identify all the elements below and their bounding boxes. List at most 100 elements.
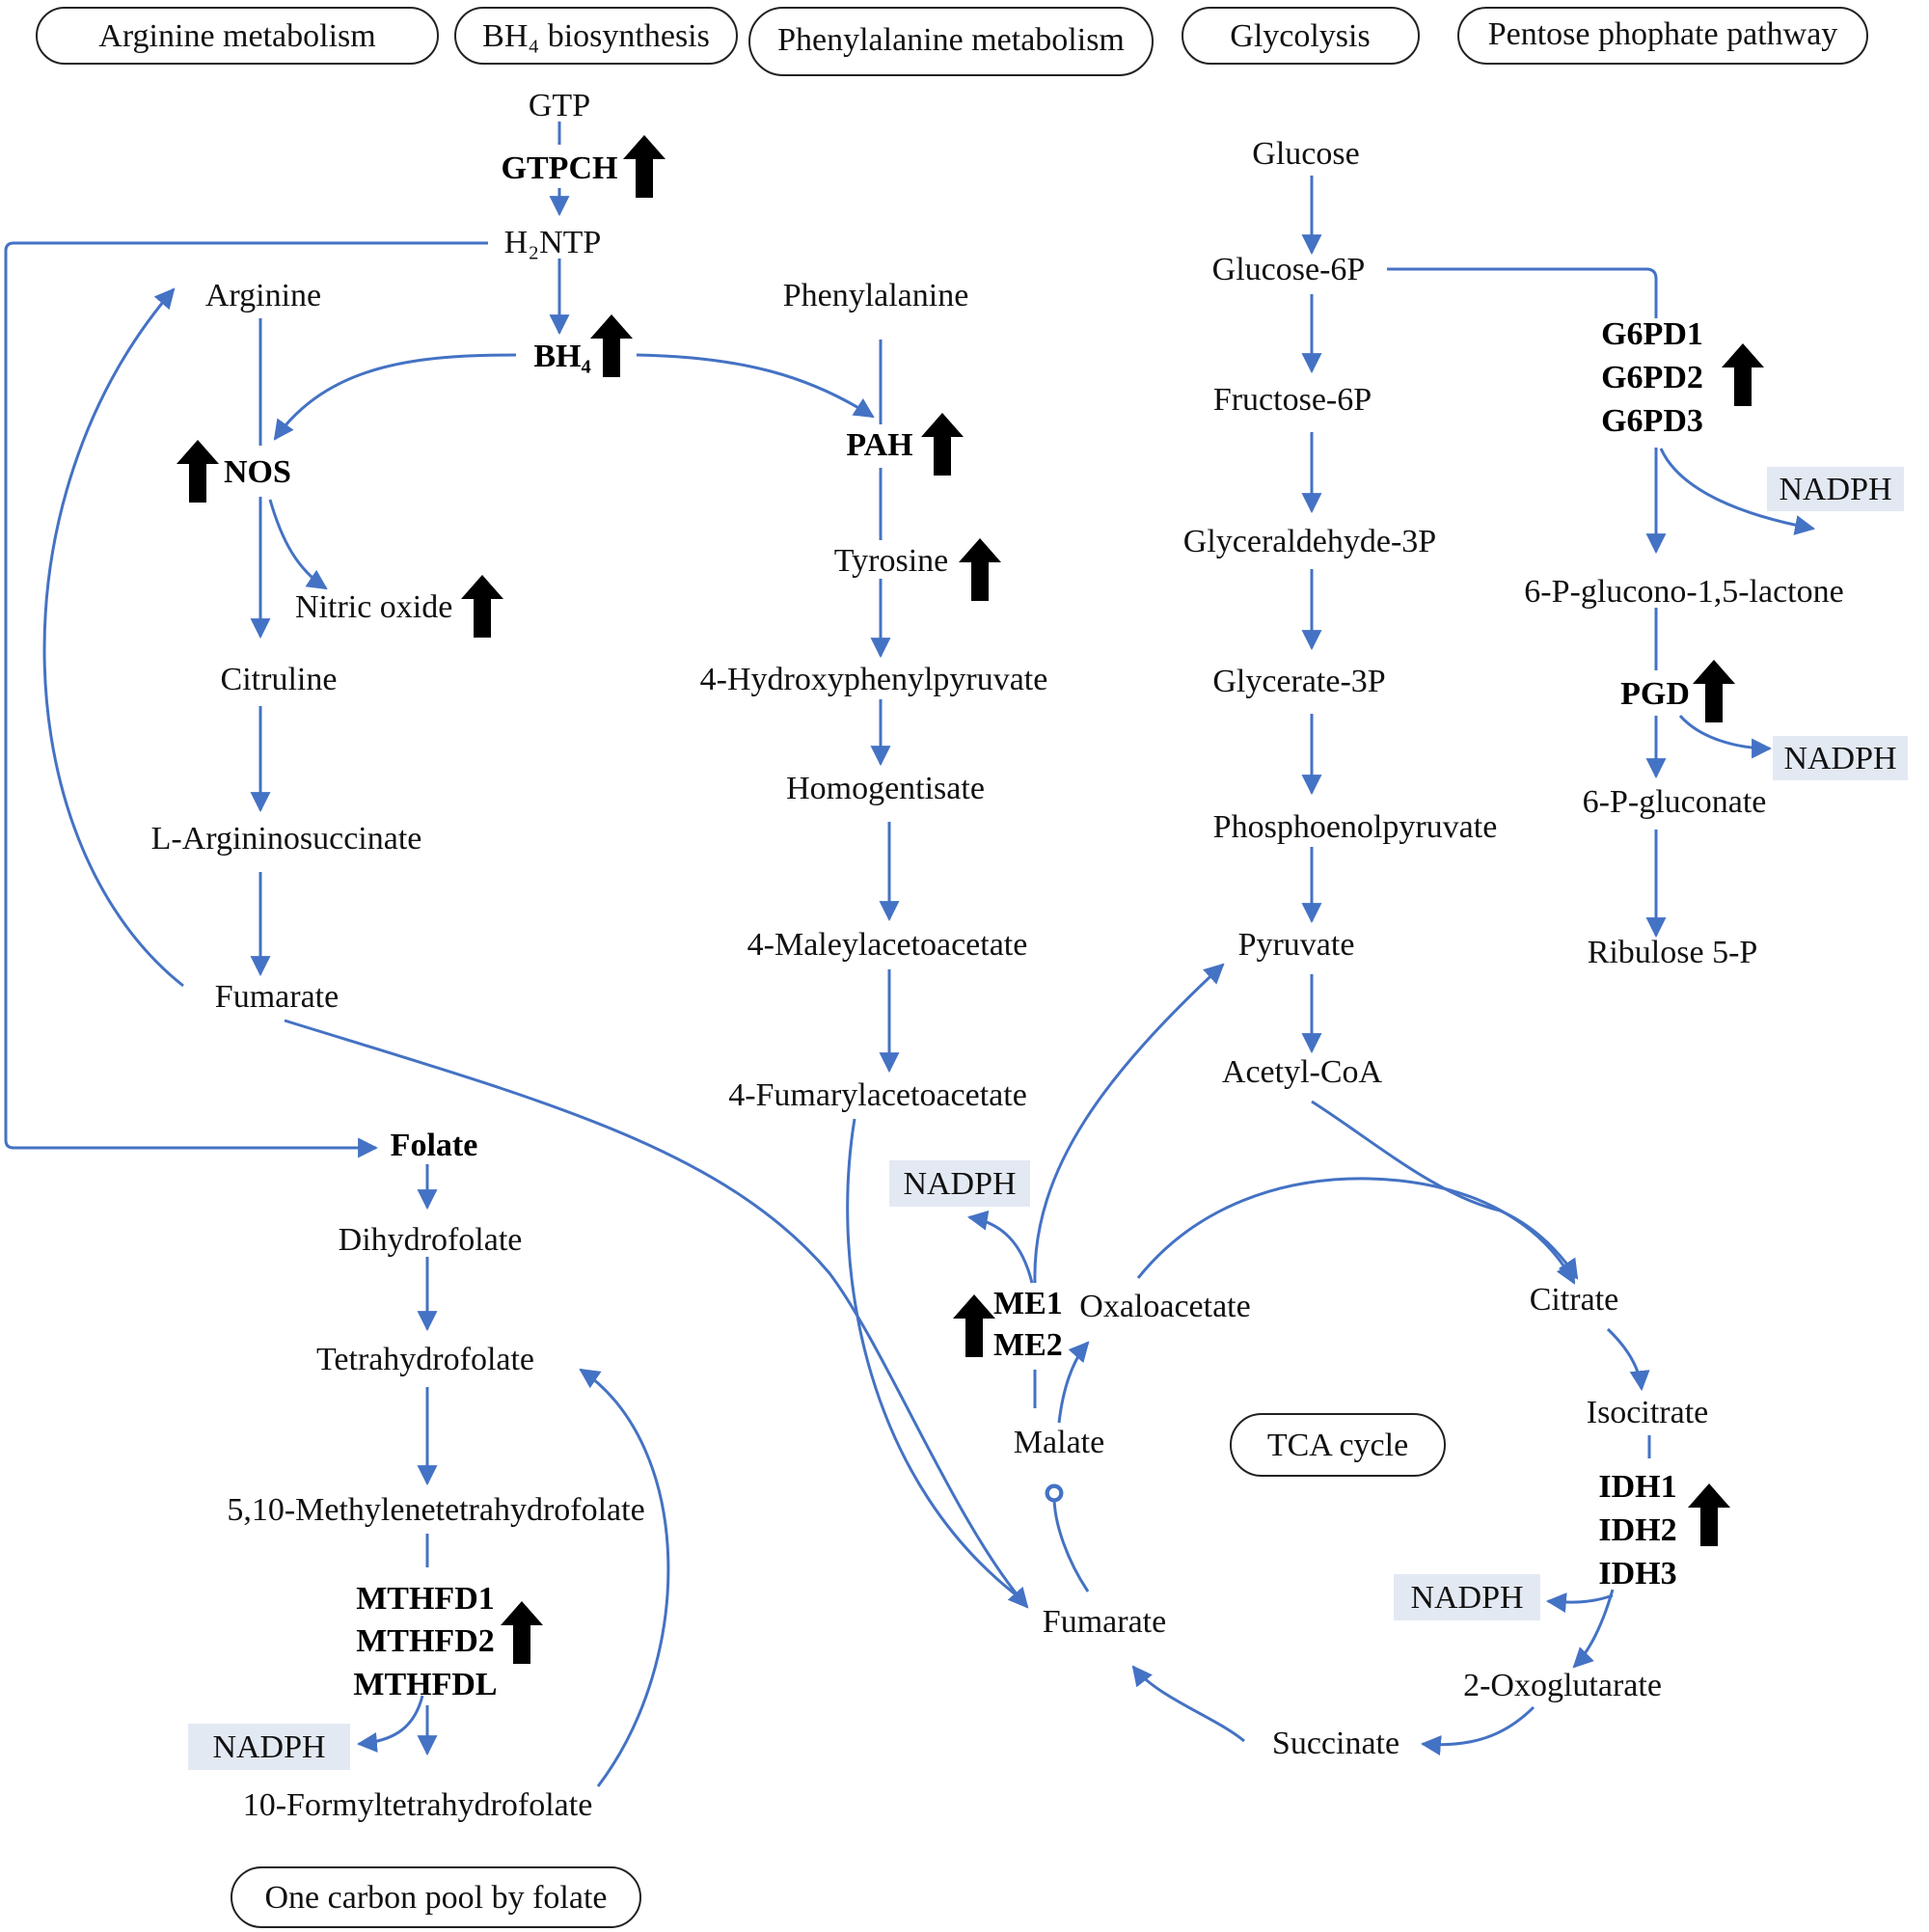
edge-fumarate-malate [1045,1483,1090,1592]
node-fumarate-tca: Fumarate [1043,1604,1166,1640]
node-formyltetrahydrofolate: 10-Formyltetrahydrofolate [243,1787,593,1823]
enzyme-idh1: IDH1 [1598,1469,1676,1505]
glycolysis-nodes: Glucose Glucose-6P Fructose-6P Glycerald… [1183,136,1498,1090]
nadph-label-pgd: NADPH [1783,741,1896,776]
node-fructose-6p: Fructose-6P [1213,382,1372,418]
enzyme-me2: ME2 [993,1327,1063,1363]
edge-fumarate-tca-fumarate [284,1019,1029,1609]
edge-mthfd-nadph [356,1695,424,1753]
node-fumarylacetoacetate: 4-Fumarylacetoacetate [728,1077,1027,1113]
edge-h2ntp-folate [4,241,488,1158]
up-arrow-icon-bh4 [590,314,633,377]
enzyme-pgd: PGD [1620,676,1690,712]
node-oxaloacetate: Oxaloacetate [1079,1289,1250,1324]
pathway-legend: Arginine metabolism BH₄ biosynthesis Phe… [36,7,1868,1928]
node-phosphoenolpyruvate: Phosphoenolpyruvate [1213,809,1498,845]
node-methylenetetrahydrofolate: 5,10-Methylenetetrahydrofolate [227,1492,644,1528]
edge-acetylcoa-citrate [1311,1100,1579,1280]
legend-pill-arginine [36,7,439,65]
pathway-edges [4,122,1816,1787]
up-arrow-icon-idh [1688,1483,1730,1546]
legend-pill-phenylalanine [748,7,1154,76]
nadph-box-g6pd [1767,467,1904,511]
legend-pill-bh4 [454,7,738,65]
node-glycerate-3p: Glycerate-3P [1212,664,1385,699]
node-hydroxyphenylpyruvate: 4-Hydroxyphenylpyruvate [700,662,1048,697]
nadph-label-me: NADPH [903,1166,1016,1202]
node-malate: Malate [1014,1425,1104,1460]
bh4-biosynthesis-nodes: GTP GTPCH H₂NTP BH₄ [502,88,618,374]
up-arrow-icon-gtpch [623,135,666,198]
enzyme-gtpch: GTPCH [502,150,618,186]
node-citrate: Citrate [1530,1282,1619,1318]
up-arrow-icon-pgd [1693,660,1735,722]
edge-pgd-nadph [1678,715,1773,759]
edge-me-nadph [966,1210,1034,1284]
legend-tca-cycle: TCA cycle [1267,1428,1408,1463]
node-ribulose-5p: Ribulose 5-P [1588,935,1758,970]
nadph-label-idh: NADPH [1410,1580,1523,1616]
legend-arginine-metabolism: Arginine metabolism [98,18,375,54]
up-arrow-icon-pah [921,413,964,476]
enzyme-g6pd3: G6PD3 [1601,403,1703,439]
edge-glucose6p-g6pd [1387,267,1658,318]
edge-nos-nitric-oxide [268,499,328,590]
nadph-box-pgd [1773,736,1908,780]
edge-idh-nadph [1545,1592,1614,1613]
enzyme-idh3: IDH3 [1598,1556,1676,1592]
up-arrow-icon-nos [177,440,219,503]
edge-fumarate-arginine [42,287,184,988]
node-maleylacetoacetate: 4-Maleylacetoacetate [747,927,1028,963]
edge-tca-arc-oxaloacetate-citrate [1136,1177,1576,1285]
legend-glycolysis: Glycolysis [1230,18,1370,54]
enzyme-mthfd2: MTHFD2 [356,1623,495,1659]
node-succinate: Succinate [1272,1726,1399,1761]
node-arginine: Arginine [205,278,321,313]
nadph-box-idh [1394,1574,1540,1620]
edge-oxoglutarate-succinate [1420,1705,1535,1755]
up-arrow-icon-tyrosine [959,538,1001,601]
nadph-box-me [889,1160,1030,1207]
node-glyceraldehyde-3p: Glyceraldehyde-3P [1183,524,1436,559]
nadph-products: NADPH NADPH NADPH NADPH NADPH [188,467,1908,1770]
edge-succinate-fumarate [1131,1665,1245,1743]
enzyme-g6pd1: G6PD1 [1601,316,1703,352]
node-gtp: GTP [529,88,590,123]
enzyme-idh2: IDH2 [1598,1512,1676,1548]
edge-fumarylacetoacetate-fumarate [846,1118,1025,1603]
node-glucose: Glucose [1252,136,1359,172]
edge-malate-oxaloacetate [1057,1341,1090,1424]
up-arrow-icon-nitric-oxide [461,575,503,638]
enzyme-g6pd2: G6PD2 [1601,360,1703,395]
node-citruline: Citruline [221,662,338,697]
enzyme-nos: NOS [224,454,291,490]
node-acetyl-coa: Acetyl-CoA [1222,1054,1383,1090]
node-pyruvate: Pyruvate [1238,927,1355,963]
node-folate: Folate [391,1128,478,1163]
legend-pentose-phosphate-pathway: Pentose phophate pathway [1488,16,1838,52]
node-homogentisate: Homogentisate [786,771,985,806]
edge-idh-oxoglutarate [1572,1589,1615,1669]
edge-bh4-nos [273,353,517,441]
tca-cycle-nodes: ME1 ME2 Oxaloacetate Malate Fumarate Cit… [993,1282,1708,1761]
node-h2ntp: H₂NTP [504,225,602,260]
legend-phenylalanine-metabolism: Phenylalanine metabolism [777,22,1125,58]
legend-pill-ppp [1457,7,1868,65]
upregulation-arrows [177,135,1764,1664]
edge-bh4-pah [636,353,875,419]
folate-nodes: Folate Dihydrofolate Tetrahydrofolate 5,… [227,1128,644,1823]
nadph-label-mthfd: NADPH [212,1729,325,1765]
enzyme-mthfdl: MTHFDL [353,1667,497,1702]
legend-bh4-biosynthesis: BH₄ biosynthesis [482,18,710,54]
up-arrow-icon-me [953,1294,995,1357]
node-phenylalanine: Phenylalanine [783,278,969,313]
node-bh4: BH₄ [533,339,590,374]
node-dihydrofolate: Dihydrofolate [339,1222,523,1258]
node-argininosuccinate: L-Argininosuccinate [151,821,422,857]
enzyme-mthfd1: MTHFD1 [356,1581,495,1617]
nadph-box-mthfd [188,1724,350,1770]
pentose-phosphate-nodes: G6PD1 G6PD2 G6PD3 6-P-glucono-1,5-lacton… [1524,316,1843,970]
node-glucose-6p: Glucose-6P [1212,252,1366,287]
node-2-oxoglutarate: 2-Oxoglutarate [1463,1668,1662,1703]
node-6p-gluconate: 6-P-gluconate [1583,784,1767,820]
